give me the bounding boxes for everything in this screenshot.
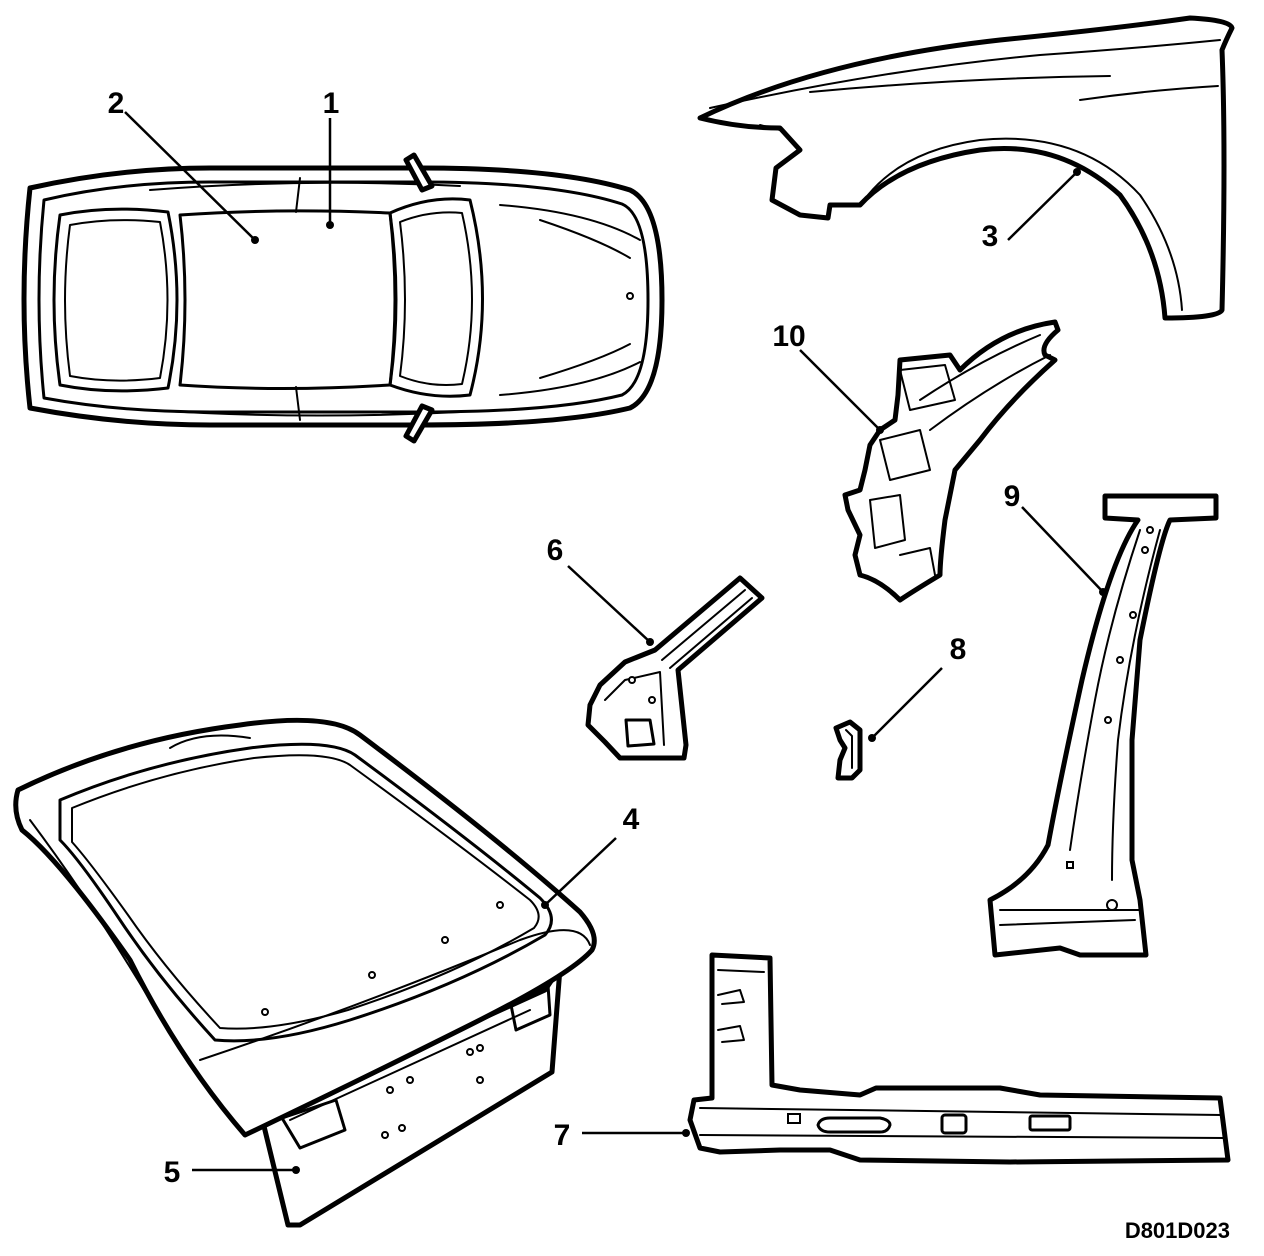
wheel-arch-apron [842, 319, 1061, 603]
front-wing [697, 15, 1235, 321]
callout-9: 9 [1004, 480, 1021, 513]
bracket-8 [833, 719, 863, 781]
callout-4: 4 [623, 803, 640, 836]
inner-panel-6 [585, 575, 765, 761]
callout-2: 2 [108, 87, 125, 120]
sill-panel [687, 952, 1231, 1165]
car-top-view [21, 152, 665, 444]
callout-5: 5 [164, 1156, 181, 1189]
leader-lines [124, 111, 1107, 1174]
callout-8: 8 [950, 633, 967, 666]
callout-7: 7 [554, 1119, 571, 1152]
b-pillar [987, 493, 1219, 958]
callout-10: 10 [772, 320, 805, 353]
tailgate [13, 717, 597, 1228]
reference-code: D801D023 [1125, 1218, 1230, 1243]
callout-3: 3 [982, 220, 999, 253]
callout-1: 1 [323, 87, 340, 120]
callout-6: 6 [547, 534, 564, 567]
